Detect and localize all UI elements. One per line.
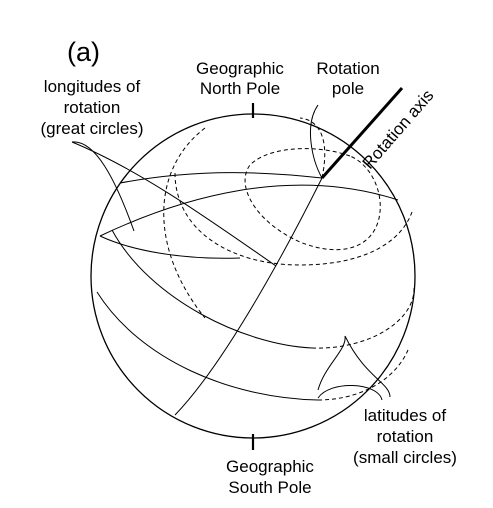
latitudes-label-line1: latitudes of [364, 406, 446, 425]
south-pole-label-line1: Geographic [226, 457, 314, 476]
longitudes-leader-1 [71, 141, 135, 232]
small-circle-3-back [174, 172, 413, 266]
small-circle-3-front [99, 235, 241, 259]
great-circle-meridian [174, 177, 323, 416]
rotation-axis-line [320, 87, 404, 179]
latitudes-leader-1 [317, 335, 391, 398]
great-circle-band-lower [119, 172, 323, 184]
small-circle-near-pole [244, 148, 381, 251]
north-pole-label-line1: Geographic [196, 59, 284, 78]
great-circle-back-left [163, 127, 206, 319]
rotation-axis-label: Rotation axis [359, 86, 438, 173]
panel-label: (a) [67, 37, 100, 67]
rotation-pole-leader [310, 104, 323, 179]
longitudes-label-line3: (great circles) [41, 119, 144, 138]
small-circle-2-back [317, 349, 409, 401]
small-circle-1-front [111, 229, 313, 349]
great-circle-back-right [299, 117, 326, 179]
rotation-pole-label-line2: pole [332, 79, 364, 98]
longitudes-label-line1: longitudes of [44, 77, 141, 96]
great-circle-band [99, 184, 399, 237]
latitudes-label-line2: rotation [377, 427, 434, 446]
rotation-pole-label-line1: Rotation [316, 59, 379, 78]
small-circle-1-back [311, 287, 415, 349]
longitudes-leader-2 [71, 141, 277, 267]
south-pole-label-line2: South Pole [228, 478, 311, 497]
small-circle-2-front [96, 291, 319, 401]
latitudes-leader-2 [317, 385, 383, 401]
latitudes-label-line3: (small circles) [353, 448, 457, 467]
north-pole-label-line2: North Pole [200, 79, 280, 98]
longitudes-label-line2: rotation [64, 98, 121, 117]
